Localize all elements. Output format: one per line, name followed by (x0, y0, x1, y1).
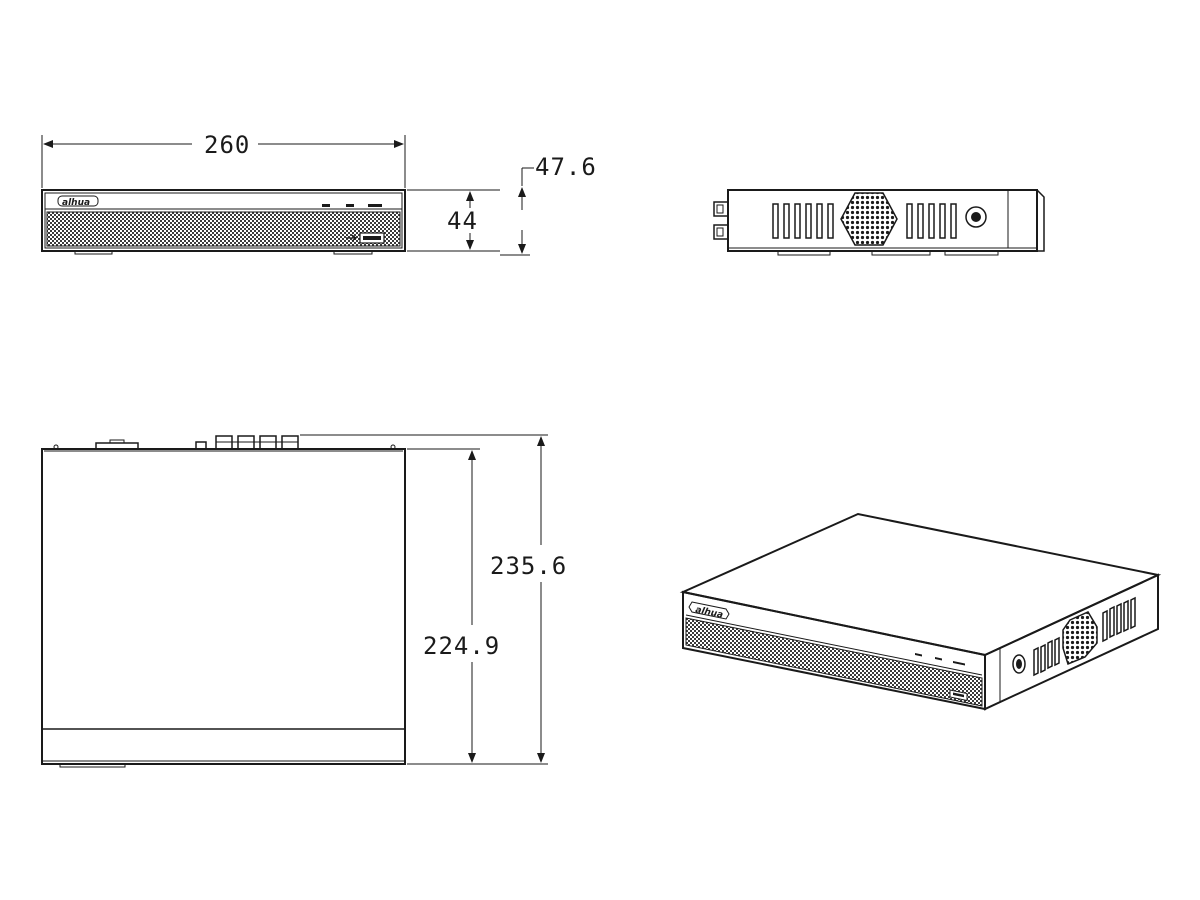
led-indicator (915, 653, 922, 657)
side-vent-slots (1102, 596, 1136, 643)
dahua-logo: alhua (688, 601, 730, 621)
dimension-overall-depth: 235.6 (300, 434, 567, 765)
side-vent-slots (906, 203, 957, 239)
top-view (41, 435, 406, 768)
overall-height-label: 47.6 (535, 153, 597, 181)
screw-icon (1012, 654, 1026, 674)
side-vent-slots (1033, 636, 1060, 677)
isometric-view: alhua (679, 512, 1162, 711)
dahua-logo: alhua (57, 195, 99, 208)
led-indicator (368, 204, 382, 207)
height-label: 44 (447, 207, 478, 235)
rear-bnc-connectors (195, 435, 299, 450)
front-view: alhua (41, 189, 406, 255)
fan-grille (840, 192, 898, 246)
dimension-overall-height: 47.6 (500, 153, 597, 256)
front-mesh-grille (46, 211, 401, 247)
led-indicator (346, 204, 354, 207)
led-indicator (322, 204, 330, 207)
screw-icon (965, 206, 987, 228)
rear-vga-port-icon (95, 439, 139, 450)
fan-grille (1062, 611, 1098, 666)
usb-port-icon (949, 689, 968, 702)
side-view (713, 189, 1045, 256)
depth-label: 224.9 (423, 632, 500, 660)
usb-port-icon (346, 232, 385, 244)
dimension-front-height: 44 (407, 189, 500, 252)
side-vent-slots (772, 203, 834, 239)
led-indicator (935, 657, 942, 661)
dimension-front-width: 260 (41, 131, 406, 188)
width-label: 260 (204, 131, 250, 159)
front-mesh-grille (685, 617, 983, 707)
dimension-top-depth: 224.9 (407, 448, 500, 765)
overall-depth-label: 235.6 (490, 552, 567, 580)
led-indicator (953, 661, 965, 666)
rear-connector-icon (713, 201, 729, 240)
front-panel-outline (41, 189, 406, 252)
svg-text:alhua: alhua (62, 198, 90, 208)
